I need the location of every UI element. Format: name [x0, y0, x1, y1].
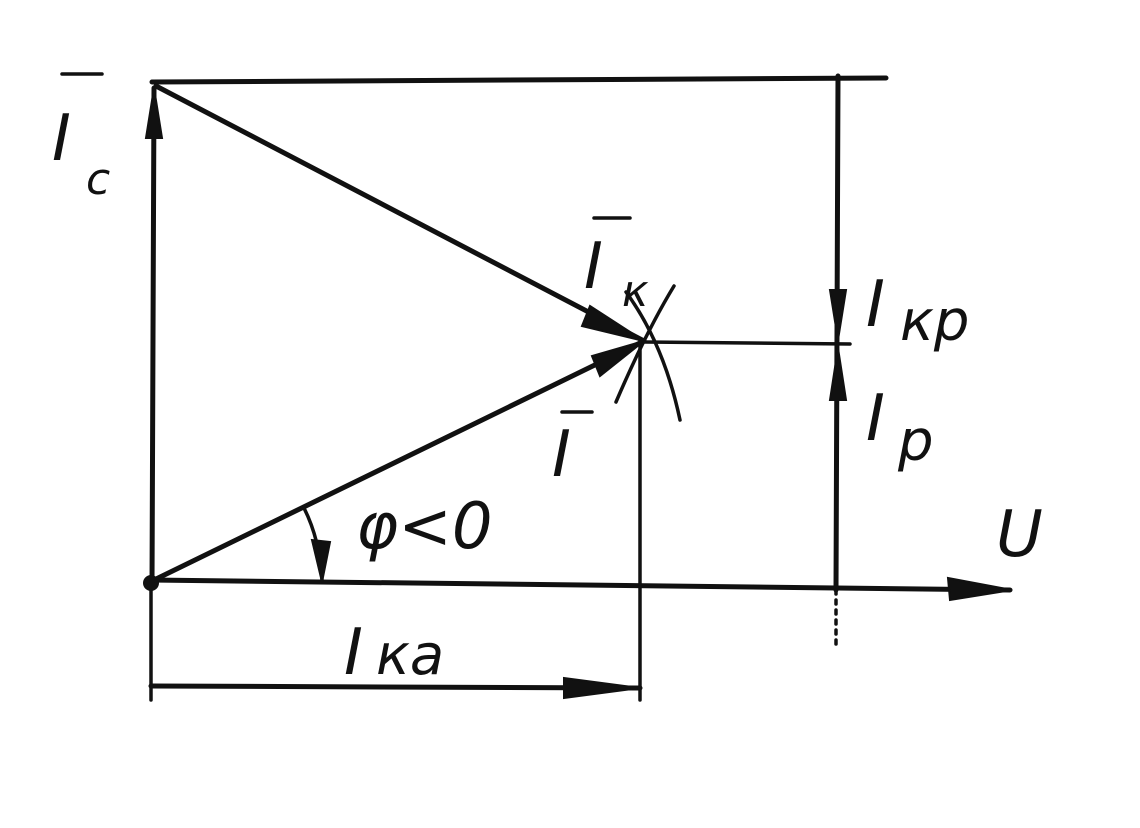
ik-arrowhead — [580, 304, 645, 342]
u-axis — [147, 577, 1013, 593]
ip-arrowhead — [828, 347, 848, 401]
ika-arrowhead — [563, 676, 641, 700]
ic-subscript: c — [86, 154, 110, 205]
compass-arc-1 — [614, 284, 676, 404]
ip-projection-line — [642, 340, 852, 346]
ik-subscript: к — [622, 266, 649, 317]
ik-label: I — [584, 230, 603, 304]
ika-label: I — [344, 616, 363, 690]
i-arrowhead — [590, 340, 645, 378]
compass-arc-2 — [624, 290, 682, 422]
ika-dimension-line — [148, 683, 643, 691]
ik-vector — [153, 83, 647, 344]
phi-arrowhead — [310, 538, 332, 583]
i-label: I — [552, 418, 571, 492]
ip-subscript: р — [897, 409, 934, 474]
top-line — [149, 75, 889, 85]
u-axis-label: U — [996, 498, 1043, 572]
ikp-arrowhead — [828, 289, 848, 341]
ika-subscript: ка — [376, 623, 444, 688]
ip-label: I — [866, 382, 885, 456]
phi-label: φ<0 — [356, 490, 493, 564]
ic-vector — [149, 85, 157, 588]
ic-label: I — [52, 102, 71, 176]
ikp-subscript: кр — [900, 289, 969, 354]
u-axis-arrowhead — [946, 576, 1013, 602]
i-vector — [149, 338, 647, 584]
ikp-label: I — [866, 268, 885, 342]
ic-arrowhead — [144, 87, 164, 139]
